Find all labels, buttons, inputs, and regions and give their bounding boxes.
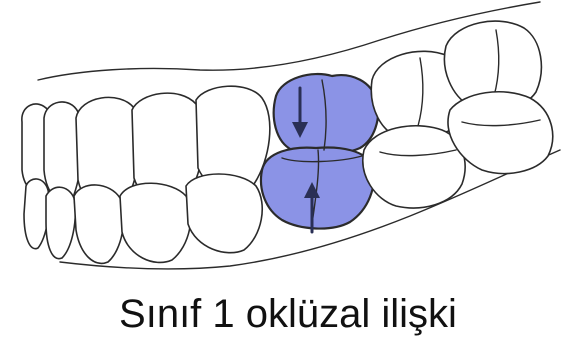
lower-canine	[73, 184, 125, 265]
lower-arch-gumline	[59, 149, 561, 270]
upper-arrow-head	[292, 122, 308, 138]
lower-incisor-2	[45, 186, 77, 260]
upper-molar-cusp-line	[321, 79, 327, 151]
upper-second-molar-cusp	[417, 57, 424, 127]
caption: Sınıf 1 oklüzal ilişki	[119, 292, 457, 336]
upper-third-molar-cusp	[493, 29, 500, 97]
lower-arrow-head	[304, 182, 320, 198]
lower-premolar-1	[119, 182, 192, 264]
lower-second-molar	[362, 124, 466, 209]
lower-third-molar-groove	[461, 119, 541, 127]
upper-third-molar	[443, 20, 543, 111]
lower-second-molar-groove	[379, 149, 457, 157]
lower-third-molar	[447, 91, 554, 175]
lower-premolar-2	[185, 173, 264, 254]
upper-arch-gumline	[37, 1, 541, 81]
lower-molar-groove	[281, 155, 363, 163]
